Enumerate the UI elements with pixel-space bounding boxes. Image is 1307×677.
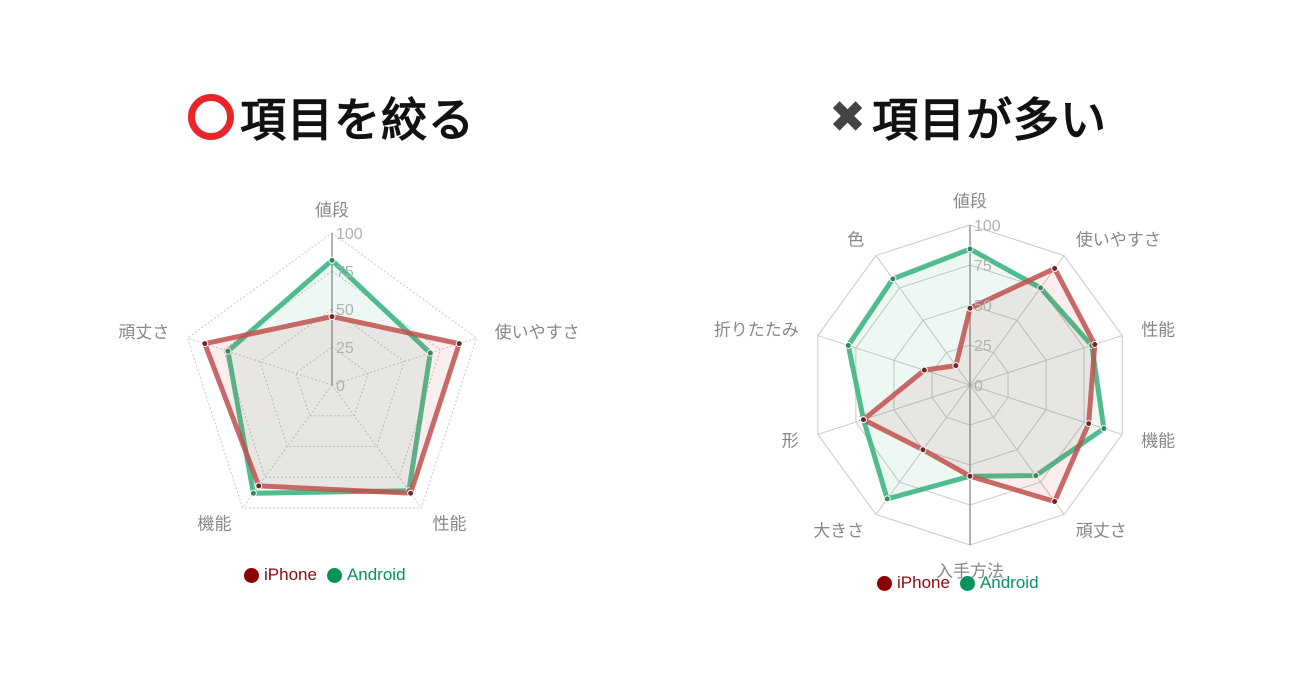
grid-ring [259,308,405,447]
tick-label: 0 [974,378,983,395]
axis-label: 使いやすさ [495,322,580,343]
legend-label-iphone: iPhone [897,573,950,592]
axis-label: 機能 [197,514,231,534]
tick-label: 50 [974,298,992,315]
android-data-point [1100,425,1108,433]
axis-label: 形 [782,432,799,452]
legend-item-android: Android [326,565,406,585]
iphone-data-point [455,340,463,348]
iphone-data-point [859,416,867,424]
bad-title-text: 項目が多い [872,93,1107,147]
axis-label: 色 [847,230,864,250]
axis-label: 性能 [1141,320,1175,340]
android-legend-dot [959,575,975,591]
grid-spoke [817,335,971,386]
android-data-point [1032,472,1040,480]
axis-label: 折りたたみ [714,320,799,340]
tick-label: 25 [336,340,354,357]
tick-label: 50 [336,302,354,319]
axis-label: 頑丈さ [1076,522,1127,542]
legend-item-iphone: iPhone [244,565,317,585]
legend-item-android: Android [959,573,1039,593]
axis-label: 性能 [433,514,467,534]
iphone-data-point [920,366,928,374]
iphone-data-point [201,340,209,348]
tick-label: 25 [974,338,992,355]
android-data-point [224,347,232,355]
bad-panel-title: ✖ 項目が多い [828,84,1107,150]
axis-label: 機能 [1141,432,1175,452]
tick-label: 100 [336,226,363,243]
grid-spoke [969,255,1065,386]
tick-label: 0 [336,378,345,395]
legend-label-iphone: iPhone [264,565,317,584]
android-data-point [1037,284,1045,292]
android-data-point [328,256,336,264]
grid-spoke [817,384,971,435]
axis-label: 使いやすさ [1076,229,1161,250]
grid-spoke [331,337,477,386]
iphone-data-point [407,489,415,497]
axis-label: 大きさ [813,522,864,542]
axis-label: 値段 [953,192,987,212]
grid-ring [186,232,478,509]
iphone-data-point [1051,497,1059,505]
iphone-data-point [255,482,263,490]
axis-label: 頑丈さ [118,323,169,343]
legend-left: iPhone Android [244,563,406,587]
good-panel-title: 項目を絞る [188,84,475,150]
red-circle-mark-icon [188,94,234,140]
tick-label: 75 [336,264,354,281]
tick-label: 100 [974,218,1001,235]
iphone-data-point [952,362,960,370]
grid-spoke [242,384,333,509]
grid-ring [295,346,369,417]
iphone-series-area [201,314,463,496]
android-data-point [889,275,897,283]
legend-item-iphone: iPhone [877,573,950,593]
android-data-point [844,341,852,349]
iphone-legend-dot [244,567,259,583]
iphone-data-point [1091,340,1099,348]
axis-label: 値段 [315,201,349,221]
iphone-data-point [966,304,974,312]
cross-mark-icon: ✖ [829,91,867,143]
grid-spoke [331,384,422,509]
iphone-data-point [1051,265,1059,273]
grid-spoke [187,337,333,386]
grid-spoke [969,384,1065,515]
android-data-point [426,349,434,357]
tick-label: 75 [974,258,992,275]
iphone-data-point [966,472,974,480]
android-data-point [966,245,974,253]
legend-right: iPhone Android [877,571,1039,595]
android-legend-dot [326,567,342,583]
iphone-data-point [328,313,336,321]
android-data-point [249,489,257,497]
iphone-data-point [1085,420,1093,428]
legend-label-android: Android [346,565,406,584]
grid-spoke [969,384,1123,435]
iphone-legend-dot [877,575,892,591]
legend-label-android: Android [979,573,1039,592]
android-data-point [883,495,891,503]
good-title-text: 項目を絞る [240,93,475,147]
iphone-data-point [919,446,927,454]
axis-label: 入手方法 [936,562,1004,582]
